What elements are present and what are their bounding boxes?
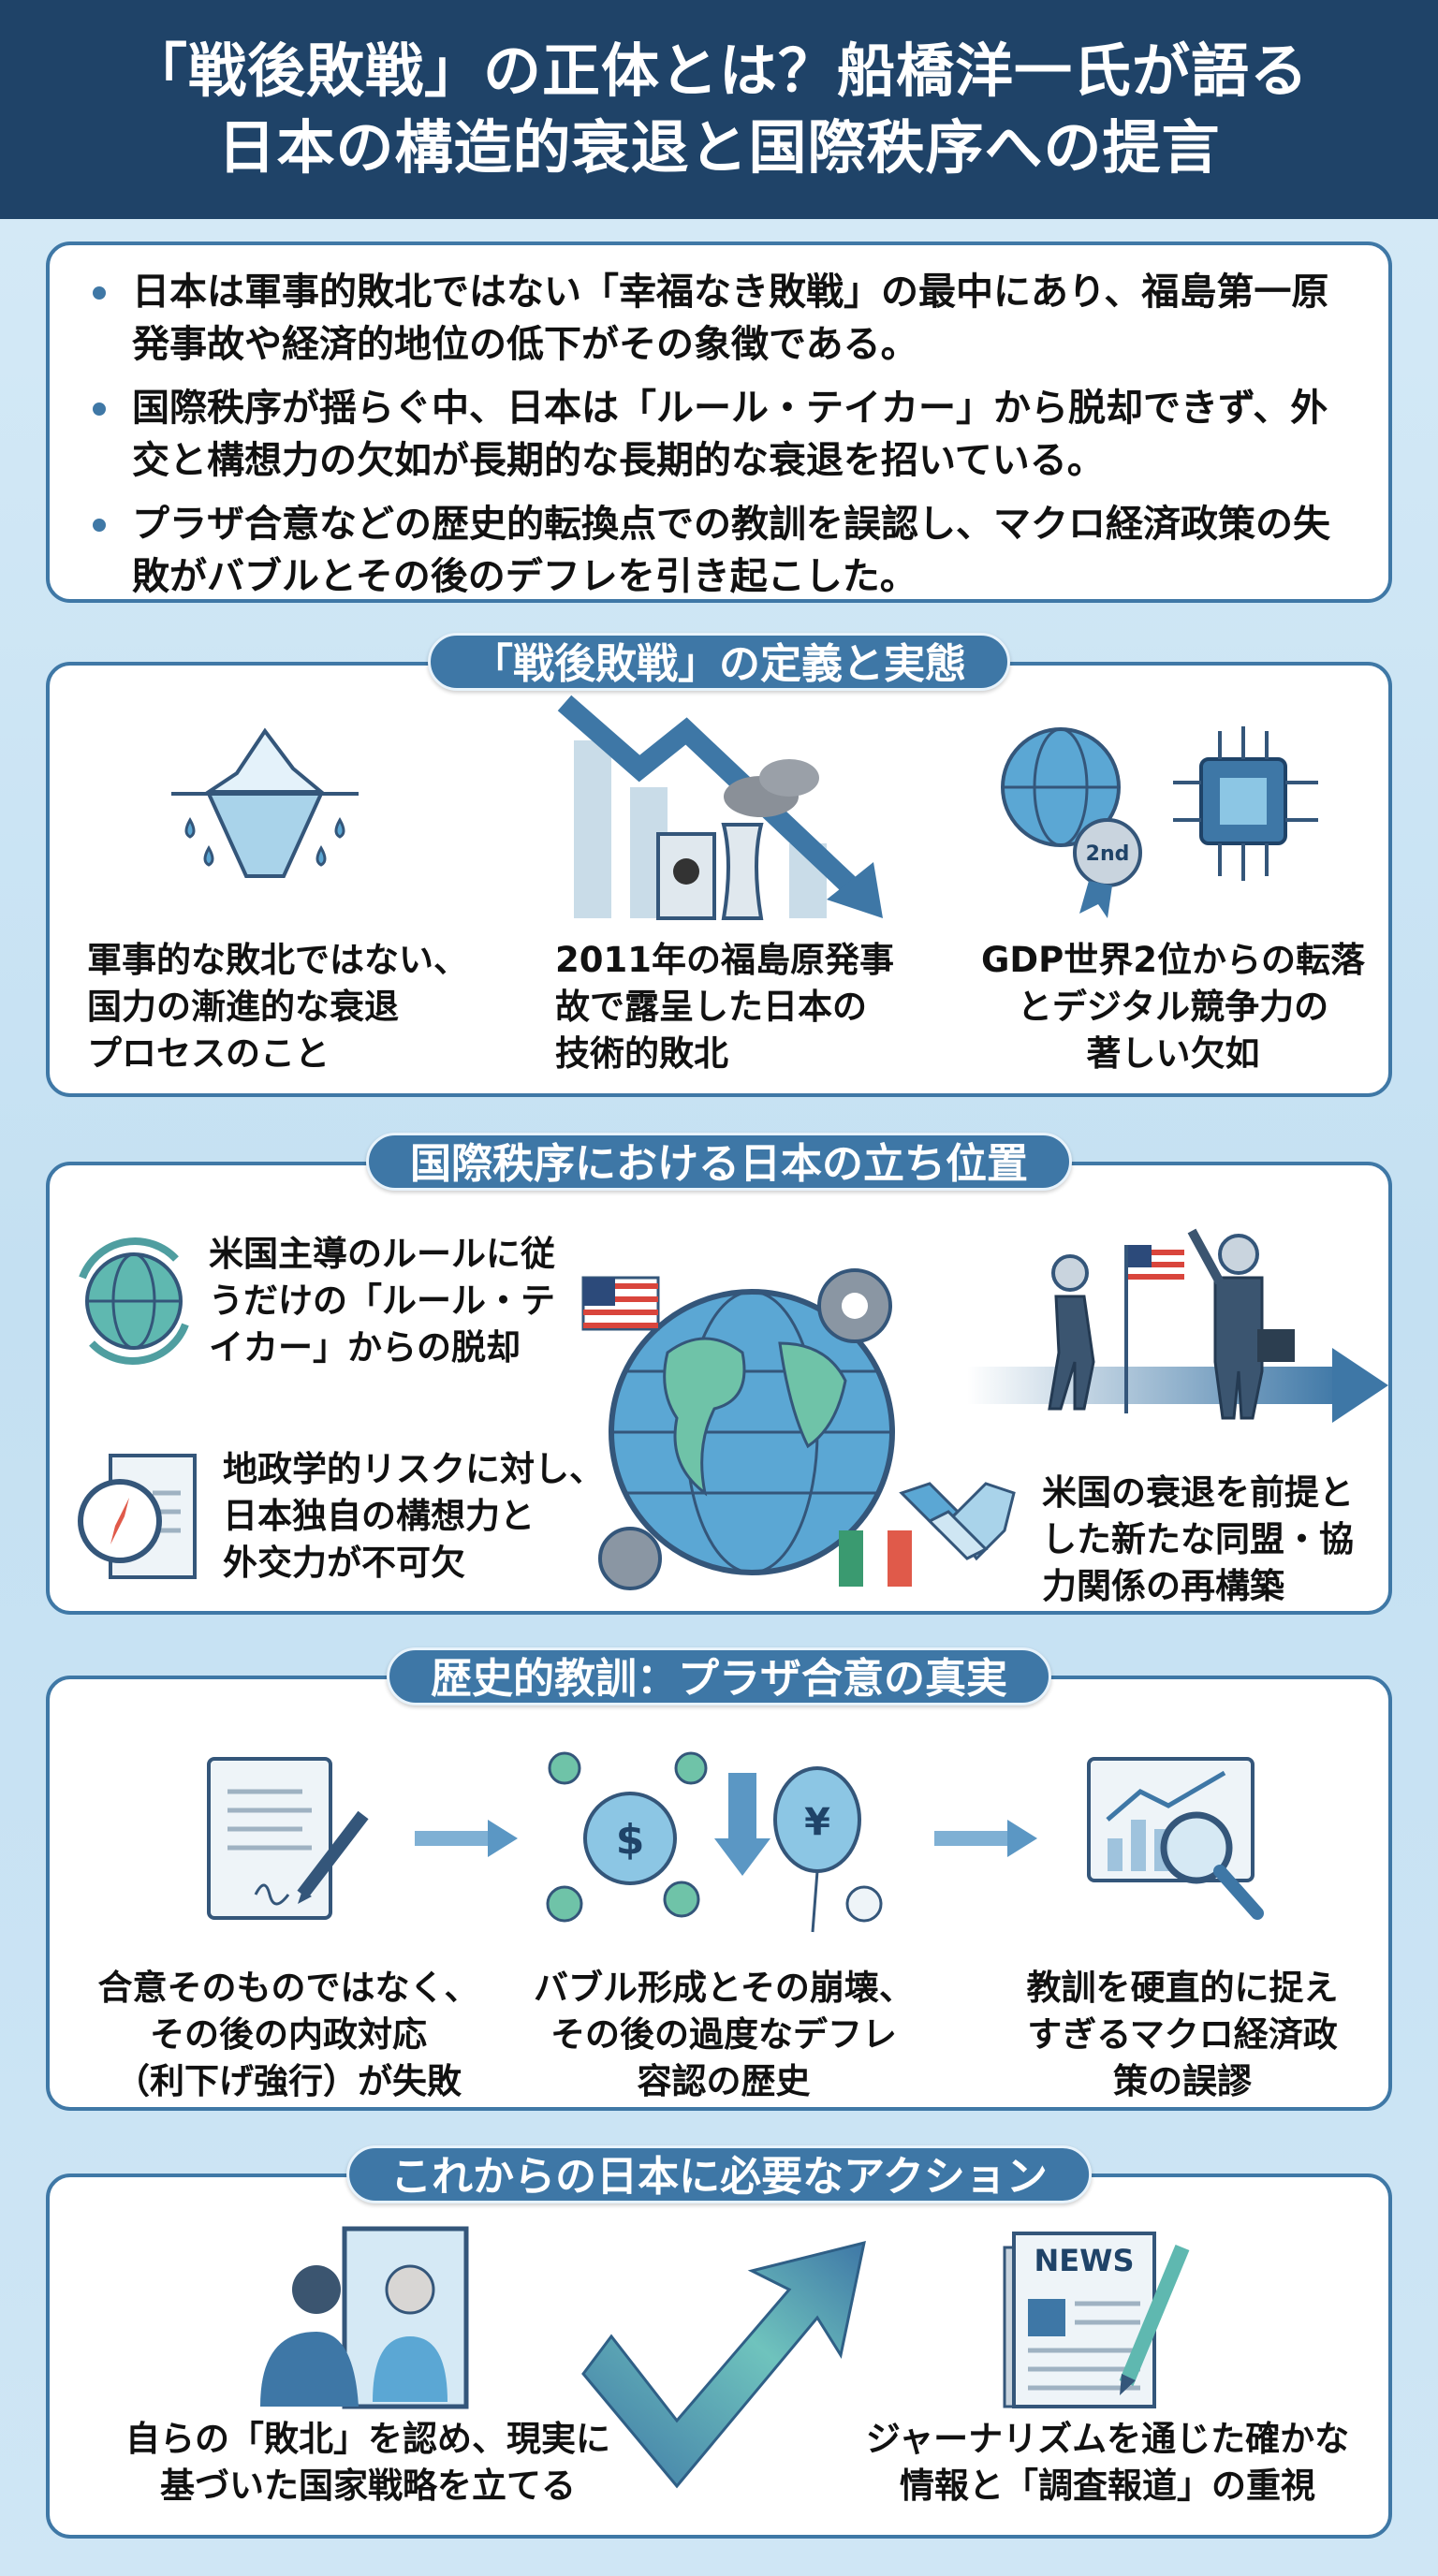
section-title-plaza-accord: 歴史的教訓：プラザ合意の真実 xyxy=(387,1647,1051,1705)
position-caption: 米国主導のルールに従 うだけの「ルール・テ イカー」からの脱却 xyxy=(209,1234,555,1368)
section-title-actions: これからの日本に必要なアクション xyxy=(346,2145,1092,2203)
action-caption: ジャーナリズムを通じた確かな 情報と「調査報道」の重視 xyxy=(865,2419,1350,2506)
melting-iceberg-icon xyxy=(171,727,359,878)
globe-flags-gears-icon xyxy=(581,1268,912,1590)
section-definition: 軍事的な敗北ではない、 国力の漸進的な衰退 プロセスのこと 2011年の福島原発… xyxy=(46,662,1392,1097)
page-title-line1: 「戦後敗戦」の正体とは？船橋洋一氏が語る xyxy=(128,37,1309,105)
compass-document-icon xyxy=(78,1454,197,1579)
chart-magnifier-icon xyxy=(1087,1757,1264,1920)
definition-caption: 軍事的な敗北ではない、 国力の漸進的な衰退 プロセスのこと xyxy=(87,940,468,1074)
flag-figures-arrow-icon xyxy=(967,1228,1388,1423)
section-actions: 自らの「敗北」を認め、現実に 基づいた国家戦略を立てる NEWS ジャーナリズム… xyxy=(46,2174,1392,2539)
plaza-caption: 合意そのものではなく、 その後の内政対応 （利下げ強行）が失敗 xyxy=(97,1968,479,2101)
definition-caption: 2011年の福島原発事 故で露呈した日本の 技術的敗北 xyxy=(555,940,894,1074)
section-title-international-order: 国際秩序における日本の立ち位置 xyxy=(366,1133,1072,1191)
section-international-order: 米国主導のルールに従 うだけの「ルール・テ イカー」からの脱却 地政学的リスクに… xyxy=(46,1162,1392,1615)
globe-cycle-icon xyxy=(79,1237,189,1365)
medal-badge-text: 2nd xyxy=(1086,842,1130,866)
definition-caption: GDP世界2位からの転落 とデジタル競争力の 著しい欠如 xyxy=(981,940,1365,1074)
arrow-right-icon xyxy=(934,1820,1037,1857)
summary-item: 国際秩序が揺らぐ中、日本は「ルール・テイカー」から脱却できず、外交と構想力の欠如… xyxy=(87,382,1351,487)
action-caption: 自らの「敗北」を認め、現実に 基づいた国家戦略を立てる xyxy=(125,2419,610,2506)
mirror-reflection-icon xyxy=(260,2226,469,2409)
globe-medal-chip-icon: 2nd xyxy=(1001,726,1318,918)
plaza-caption: 教訓を硬直的に捉え すぎるマクロ経済政 策の誤謬 xyxy=(1026,1968,1339,2101)
signed-document-icon xyxy=(207,1757,369,1920)
plaza-caption: バブル形成とその崩壊、 その後の過度なデフレ 容認の歴史 xyxy=(534,1968,914,2101)
position-caption: 地政学的リスクに対し、 日本独自の構想力と 外交力が不可欠 xyxy=(223,1449,604,1583)
svg-text:¥: ¥ xyxy=(804,1801,830,1844)
summary-box: 日本は軍事的敗北ではない「幸福なき敗戦」の最中にあり、福島第一原発事故や経済的地… xyxy=(46,242,1392,603)
page-title-line2: 日本の構造的衰退と国際秩序への提言 xyxy=(217,113,1221,182)
position-caption: 米国の衰退を前提と した新たな同盟・協 力関係の再構築 xyxy=(1042,1472,1354,1606)
page-header: 「戦後敗戦」の正体とは？船橋洋一氏が語る 日本の構造的衰退と国際秩序への提言 xyxy=(0,0,1438,219)
summary-item: 日本は軍事的敗北ではない「幸福なき敗戦」の最中にあり、福島第一原発事故や経済的地… xyxy=(87,266,1351,371)
news-label: NEWS xyxy=(1034,2243,1135,2278)
newspaper-pen-icon: NEWS xyxy=(1003,2232,1190,2408)
svg-text:$: $ xyxy=(616,1816,645,1864)
trend-up-arrow-icon xyxy=(581,2240,866,2489)
handshake-icon xyxy=(899,1482,1016,1561)
section-title-definition: 「戦後敗戦」の定義と実態 xyxy=(428,633,1010,691)
section-plaza-accord: 合意そのものではなく、 その後の内政対応 （利下げ強行）が失敗 $ ¥ バブル形… xyxy=(46,1676,1392,2111)
declining-chart-nuclear-plant-icon xyxy=(557,695,883,920)
bubble-money-icon: $ ¥ xyxy=(546,1751,883,1933)
arrow-right-icon xyxy=(415,1820,518,1857)
summary-item: プラザ合意などの歴史的転換点での教訓を誤認し、マクロ経済政策の失敗がバブルとその… xyxy=(87,498,1351,603)
